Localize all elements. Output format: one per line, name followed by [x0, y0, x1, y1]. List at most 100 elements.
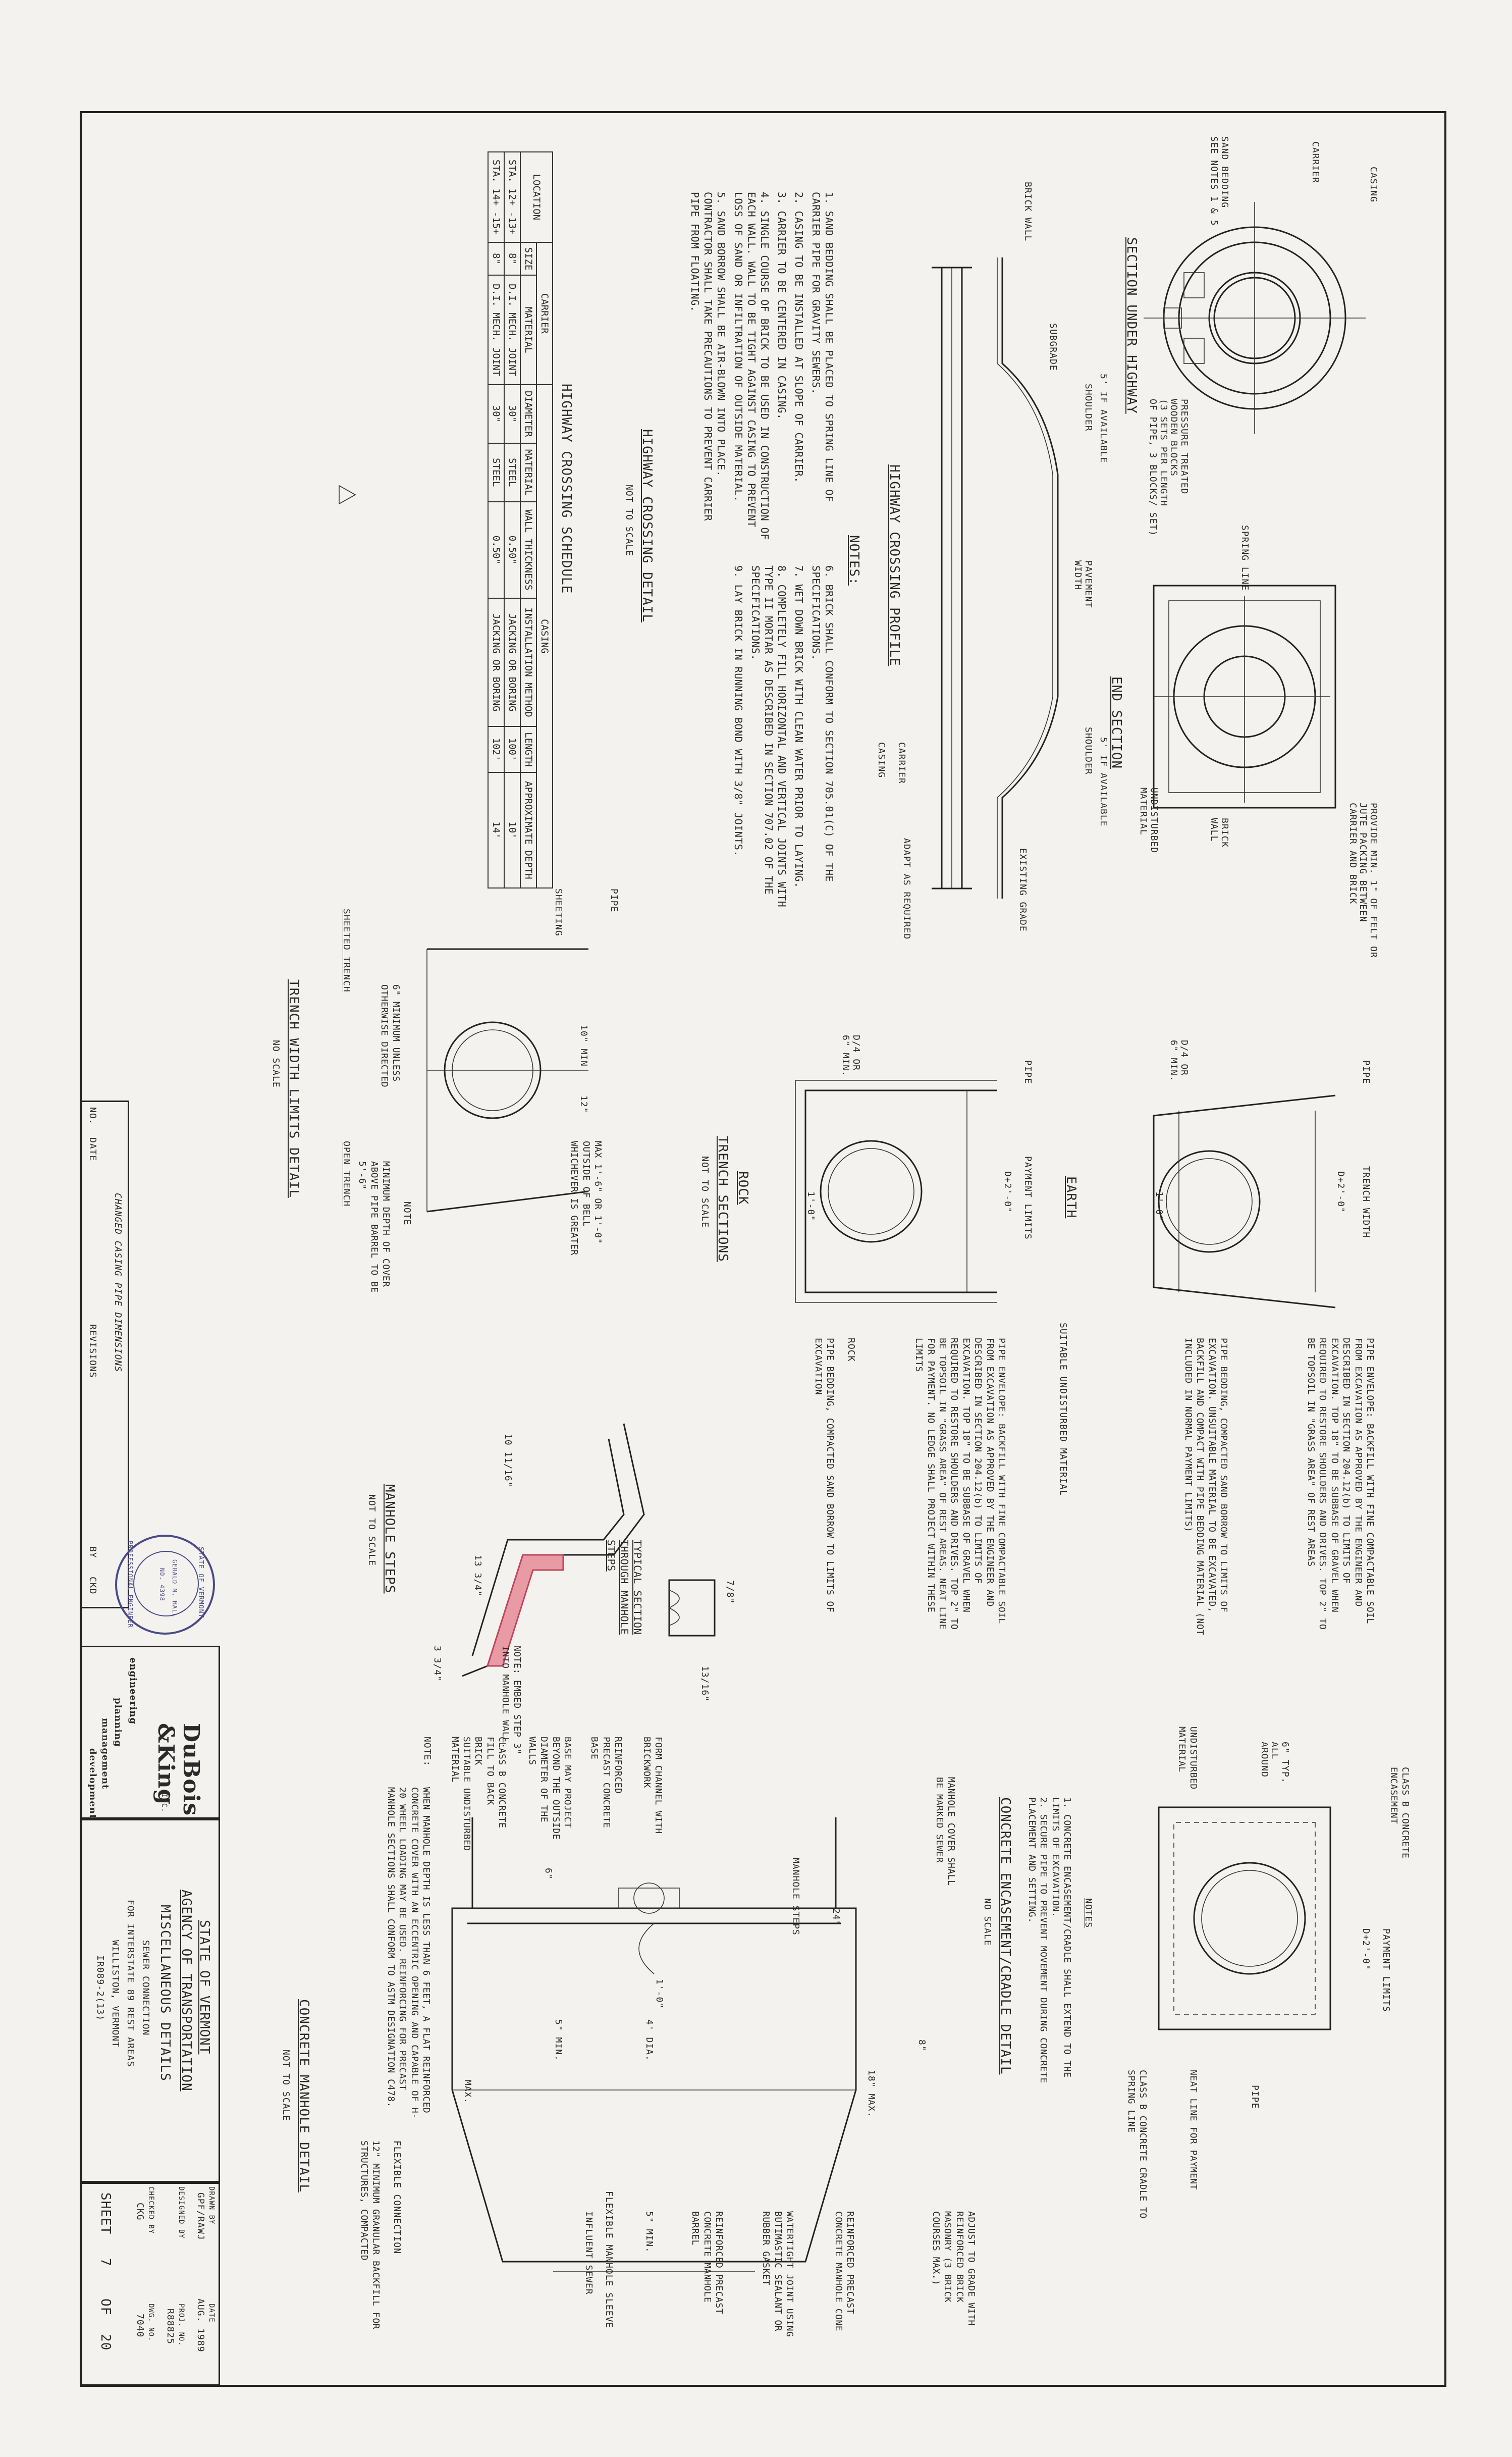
rock-d2-dim: D+2'-0"	[1002, 1171, 1013, 1213]
tb-project-4: IR089-2(13)	[95, 1955, 105, 2021]
subgrade-label: SUBGRADE	[1048, 323, 1058, 371]
note-5: 5. SAND BORROW SHALL BE AIR-BLOWN INTO P…	[689, 192, 727, 521]
col-diameter: DIAMETER	[520, 384, 536, 443]
checked-by-value: CKG	[135, 2203, 145, 2221]
width-pipe-label: PIPE	[609, 888, 619, 913]
sheet-number: 7	[98, 2258, 113, 2267]
title-block: STATE OF VERMONT AGENCY OF TRANSPORTATIO…	[81, 1817, 220, 2184]
encasement-d2: D+2'-0"	[1361, 1928, 1371, 1970]
col-carrier-material: MATERIAL	[520, 275, 536, 385]
undist-label: SUITABLE UNDISTURBED MATERIAL	[449, 1737, 472, 1851]
note-label: NOTE	[402, 1201, 412, 1226]
sand-bedding-label: SAND BEDDING SEE NOTES 1 & 5	[1209, 136, 1230, 226]
cradle-label: CLASS B CONCRETE CRADLE TO SPRING LINE	[1125, 2070, 1148, 2219]
encasement-note-2: 2. SECURE PIPE TO PREVENT MOVEMENT DURIN…	[1026, 1797, 1049, 2083]
end-section-title: END SECTION	[1109, 676, 1124, 769]
tb-misc: MISCELLANEOUS DETAILS	[157, 1905, 173, 2081]
cell: 8"	[504, 242, 520, 276]
earth-1ft-dim: 1'-0"	[1154, 1191, 1164, 1222]
dim-5-min: 5" MIN.	[644, 2211, 655, 2253]
dim-10-min: 10" MIN	[578, 1025, 589, 1067]
trench-width-limits-scale: NO SCALE	[271, 1040, 281, 1088]
carrier-label: CARRIER	[1310, 141, 1321, 183]
proj-no-value: R88825	[165, 2309, 176, 2345]
dim-4-dia: 4' DIA.	[644, 2019, 655, 2061]
rock-title: ROCK	[735, 1171, 750, 1205]
channel-label: FORM CHANNEL WITH BRICKWORK	[641, 1737, 664, 1834]
section-under-highway-title: SECTION UNDER HIGHWAY	[1124, 237, 1139, 414]
dwg-no-label: DWG. NO.	[147, 2304, 155, 2342]
table-row: STA. 14+ -15+ 8" D.I. MECH. JOINT 30" ST…	[488, 152, 504, 888]
trench-sections-scale: NOT TO SCALE	[699, 1156, 710, 1228]
carrier-header: CARRIER	[536, 242, 553, 385]
suitable-undisturbed-label: SUITABLE UNDISTURBED MATERIAL	[1058, 1323, 1068, 1496]
cell: 10'	[504, 772, 520, 888]
dim-18-max: 18" MAX.	[866, 2070, 877, 2118]
notes-title: NOTES:	[846, 535, 861, 586]
shoulder-right-dim: 5' IF AVAILABLE	[1098, 737, 1109, 827]
highway-detail-title: HIGHWAY CROSSING DETAIL	[639, 429, 655, 623]
firm-name-2: &King	[153, 1723, 179, 1805]
drawn-by-label: DRAWN BY	[207, 2186, 215, 2225]
step-dim-3: 3 3/4"	[432, 1646, 443, 1682]
tb-project-2: FOR INTERSTATE 89 REST AREAS	[125, 1900, 136, 2067]
revision-triangle-icon	[339, 485, 356, 505]
base-label: REINFORCED PRECAST CONCRETE BASE	[589, 1737, 623, 1828]
seal-number: NO. 4398	[158, 1568, 166, 1601]
wooden-blocks-label: PRESSURE TREATED WOODEN BLOCKS (3 SETS P…	[1147, 399, 1190, 537]
existing-grade-label: EXISTING GRADE	[1017, 848, 1028, 932]
col-length: LENGTH	[520, 726, 536, 772]
note-9: 9. LAY BRICK IN RUNNING BOND WITH 3/8" J…	[732, 565, 744, 857]
flex-connection-label: FLEXIBLE CONNECTION	[392, 2140, 402, 2254]
dim-max: MAX.	[462, 2080, 473, 2104]
revision-by-label: BY	[87, 1546, 98, 1558]
dim-min-5: 5" MIN.	[553, 2019, 564, 2061]
sheeted-trench-label: SHEETED TRENCH	[341, 909, 352, 992]
section-under-highway-drawing	[1144, 202, 1366, 434]
earth-pipe-label: PIPE	[1361, 1060, 1371, 1084]
class-b-encasement-label: CLASS B CONCRETE ENCASEMENT	[1388, 1767, 1411, 1859]
class-b-fill-label: CLASS B CONCRETE FILL TO BACK BRICK	[473, 1737, 507, 1828]
of-label: OF	[98, 2298, 113, 2316]
earth-envelope-note: PIPE ENVELOPE: BACKFILL WITH FINE COMPAC…	[1306, 1338, 1375, 1630]
step-dim-4: 7/8"	[725, 1580, 735, 1604]
encasement-notes-title: NOTES	[1083, 1898, 1094, 1928]
dim-24: 24"	[831, 1908, 841, 1926]
tb-project-1: SEWER CONNECTION	[140, 1940, 151, 2036]
table-row: STA. 12+ -13+ 8" D.I. MECH. JOINT 30" ST…	[504, 152, 520, 888]
earth-d4-dim: D/4 OR 6" MIN.	[1168, 1040, 1190, 1082]
manhole-step-drawing	[462, 1423, 645, 1677]
casing-profile-label: CASING	[876, 742, 887, 778]
highway-profile-drawing	[932, 257, 1059, 899]
dwg-no-value: 7040	[135, 2314, 145, 2338]
step-dim-1: 10 11/16"	[503, 1434, 513, 1488]
sleeve-label: FLEXIBLE MANHOLE SLEEVE	[604, 2191, 614, 2329]
col-casing-material: MATERIAL	[520, 443, 536, 502]
project-label: BASE MAY PROJECT BEYOND THE OUTSIDE DIAM…	[526, 1737, 573, 1840]
joint-label: WATERTIGHT JOINT USING BUTIMASTIC SEALAN…	[761, 2211, 795, 2337]
note-6: 6. BRICK SHALL CONFORM TO SECTION 705.01…	[810, 565, 835, 882]
note-3: 3. CARRIER TO BE CENTERED IN CASING.	[776, 192, 788, 420]
note-8: 8. COMPLETELY FILL HORIZONTAL AND VERTIC…	[749, 565, 788, 908]
brick-wall-label: BRICK WALL	[1209, 818, 1230, 848]
encasement-typ: 6" TYP. ALL AROUND	[1259, 1742, 1290, 1784]
revision-row-text: CHANGED CASING PIPE DIMENSIONS	[113, 1193, 123, 1373]
revision-ckd-label: CKD	[87, 1577, 98, 1595]
earth-bedding-note: PIPE BEDDING, COMPACTED SAND BORROW TO L…	[1182, 1338, 1229, 1636]
cell: STEEL	[504, 443, 520, 502]
tb-state: STATE OF VERMONT	[197, 1920, 212, 2055]
encasement-payment: PAYMENT LIMITS	[1381, 1928, 1391, 2012]
manhole-cover-note: MANHOLE COVER SHALL BE MARKED SEWER	[934, 1777, 956, 1886]
cell: STA. 12+ -13+	[504, 152, 520, 242]
dim-8: 8"	[916, 2040, 927, 2052]
rock-1ft-dim: 1'-0"	[805, 1191, 816, 1222]
encasement-scale: NO SCALE	[982, 1898, 993, 1946]
cell: 0.50"	[488, 501, 504, 598]
adjust-grade-note: ADJUST TO GRADE WITH REINFORCED BRICK MA…	[930, 2211, 977, 2326]
cell: STEEL	[488, 443, 504, 502]
influent-label: INFLUENT SEWER	[583, 2211, 594, 2295]
manhole-note: WHEN MANHOLE DEPTH IS LESS THAN 6 FEET, …	[385, 1787, 431, 2119]
trench-width-limits-title: TRENCH WIDTH LIMITS DETAIL	[286, 979, 301, 1198]
